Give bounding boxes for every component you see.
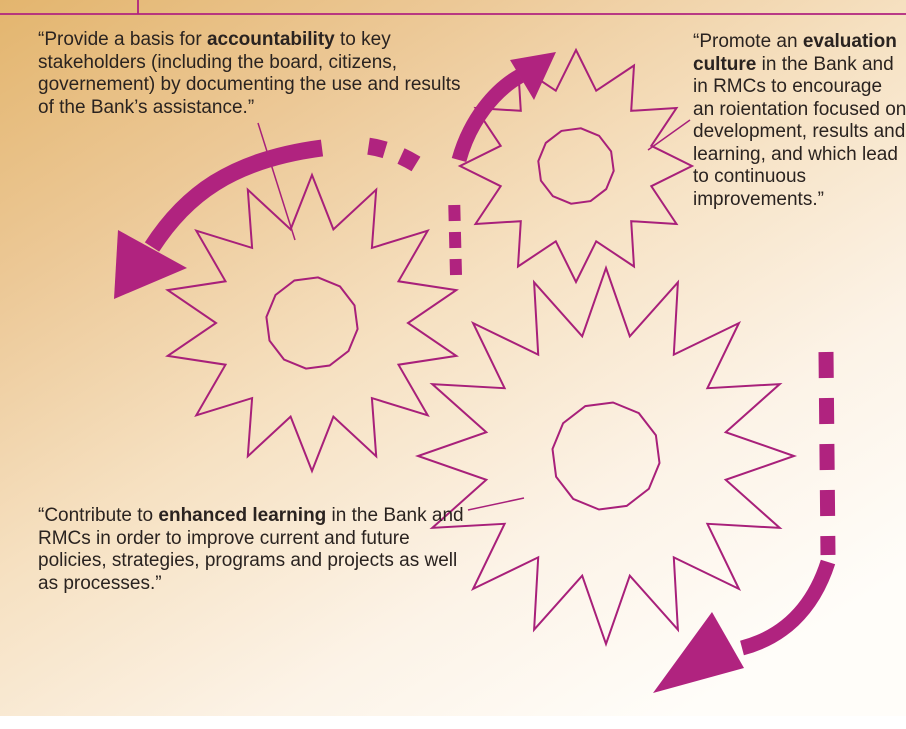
quote-learning: “Contribute to enhanced learning in the … [38, 505, 478, 595]
quote-evaluation: “Promote an evaluation culture in the Ba… [693, 31, 906, 211]
quote-text: “Provide a basis for [38, 29, 207, 50]
gear-hub-icon [265, 276, 359, 370]
arrow-dashed-tail [351, 136, 421, 172]
leader-line-accountability [257, 122, 296, 241]
bottom-margin [0, 716, 906, 729]
gear-icon [457, 47, 695, 285]
quote-text: in the Bank and RMCs in order to improve… [38, 505, 464, 594]
quote-text: to key stakeholders (including the board… [38, 29, 461, 118]
quote-keyword: accountability [206, 29, 335, 50]
gear-icon [165, 172, 459, 474]
quote-keyword: evaluation culture [693, 31, 897, 75]
quote-text: in the Bank and in RMCs to encourage an … [693, 53, 906, 210]
gear-hub-icon [551, 401, 661, 511]
curved-arrow-icon [451, 69, 524, 163]
arrow-dashed-tail [818, 351, 836, 556]
quote-text: “Contribute to [38, 505, 159, 526]
quote-text: “Promote an [693, 31, 803, 52]
quote-accountability: “Provide a basis for accountability to k… [38, 29, 468, 119]
leader-line-learning [467, 497, 525, 511]
quote-keyword: enhanced learning [158, 505, 327, 526]
arrow-dashed-tail [448, 193, 462, 276]
arrow-head [510, 52, 556, 100]
gear-hub-icon [537, 127, 615, 205]
arrow-head [653, 612, 744, 693]
leader-line-evaluation [647, 119, 691, 151]
gear-icon [414, 264, 798, 648]
curved-arrow-icon [144, 139, 324, 252]
curved-arrow-icon [739, 559, 836, 656]
arrow-head [114, 230, 187, 299]
